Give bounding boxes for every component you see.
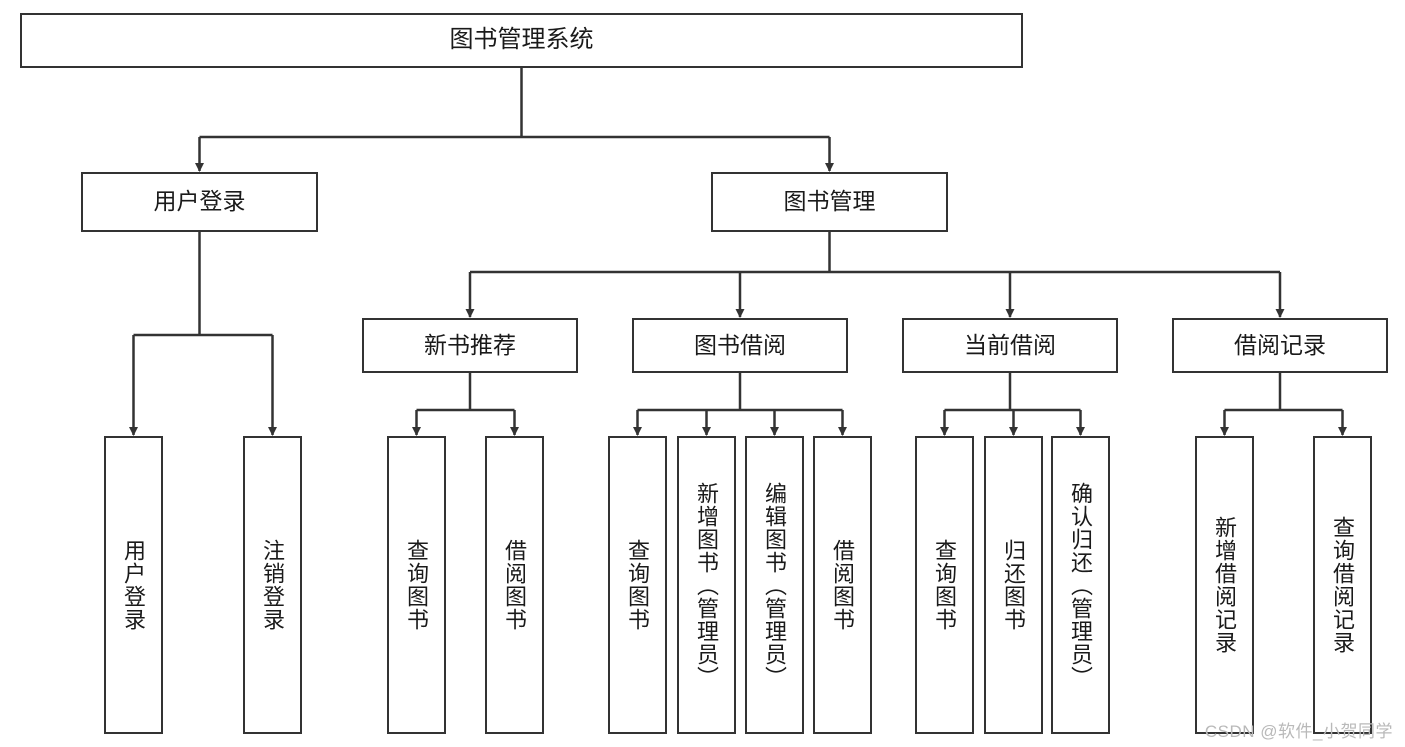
node-leaf_cb_query[interactable]: 查询图书: [915, 436, 974, 734]
node-label: 注销登录: [260, 539, 286, 631]
node-borrow_record[interactable]: 借阅记录: [1172, 318, 1388, 373]
node-leaf_br_query[interactable]: 查询借阅记录: [1313, 436, 1372, 734]
node-label: 归还图书: [1001, 539, 1027, 631]
node-leaf_bb_borrow[interactable]: 借阅图书: [813, 436, 872, 734]
node-label: 借阅图书: [830, 539, 856, 631]
node-label: 用户登录: [153, 188, 246, 215]
node-book_borrow[interactable]: 图书借阅: [632, 318, 848, 373]
node-label: 新增借阅记录: [1212, 516, 1238, 654]
node-label: 借阅记录: [1234, 331, 1326, 358]
node-root[interactable]: 图书管理系统: [20, 13, 1023, 68]
node-leaf_user_logout[interactable]: 注销登录: [243, 436, 302, 734]
node-label: 查询图书: [625, 539, 651, 631]
node-label: 图书管理系统: [449, 26, 594, 54]
node-book_manage[interactable]: 图书管理: [711, 172, 948, 232]
node-user_login[interactable]: 用户登录: [81, 172, 318, 232]
node-leaf_cb_return[interactable]: 归还图书: [984, 436, 1043, 734]
node-label: 查询借阅记录: [1330, 516, 1356, 654]
node-label: 确认归还（管理员）: [1068, 481, 1094, 689]
node-leaf_bb_query[interactable]: 查询图书: [608, 436, 667, 734]
node-label: 当前借阅: [964, 331, 1056, 358]
node-leaf_user_login[interactable]: 用户登录: [104, 436, 163, 734]
watermark-text: CSDN @软件_小贺同学: [1204, 722, 1393, 741]
node-label: 图书借阅: [694, 331, 786, 358]
node-leaf_bb_edit[interactable]: 编辑图书（管理员）: [745, 436, 804, 734]
node-leaf_nr_borrow[interactable]: 借阅图书: [485, 436, 544, 734]
node-leaf_bb_add[interactable]: 新增图书（管理员）: [677, 436, 736, 734]
node-label: 图书管理: [783, 188, 876, 215]
node-label: 用户登录: [121, 539, 147, 631]
node-label: 新书推荐: [424, 331, 516, 358]
node-label: 查询图书: [932, 539, 958, 631]
node-label: 查询图书: [404, 539, 430, 631]
node-label: 编辑图书（管理员）: [762, 481, 788, 689]
node-leaf_cb_confirm[interactable]: 确认归还（管理员）: [1051, 436, 1110, 734]
node-label: 新增图书（管理员）: [694, 481, 720, 689]
edge-group: [129, 68, 1347, 436]
node-new_book_rec[interactable]: 新书推荐: [362, 318, 578, 373]
node-current_borrow[interactable]: 当前借阅: [902, 318, 1118, 373]
node-label: 借阅图书: [502, 539, 528, 631]
node-leaf_nr_query[interactable]: 查询图书: [387, 436, 446, 734]
node-leaf_br_add[interactable]: 新增借阅记录: [1195, 436, 1254, 734]
